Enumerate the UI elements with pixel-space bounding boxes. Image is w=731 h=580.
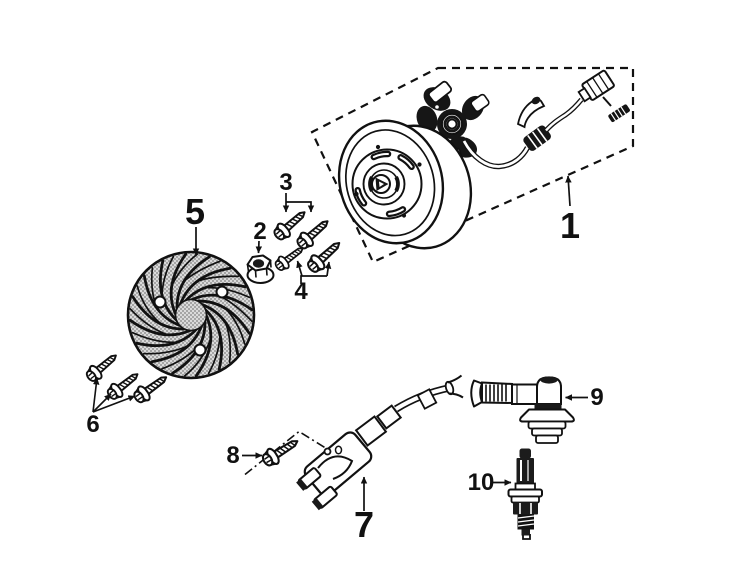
callout-6-arrow: [92, 377, 100, 413]
fan-hub: [174, 298, 208, 332]
callout-2-number: 2: [253, 218, 266, 245]
harness-grommet: [523, 125, 551, 151]
coil-terminal: [296, 467, 322, 491]
harness-clip: [516, 98, 546, 129]
callout-3-number: 3: [279, 169, 292, 196]
callout-4-arrow: [296, 260, 303, 277]
harness-connector: [577, 69, 615, 103]
fan-bolt-hole: [215, 285, 229, 299]
cooling-fan: [126, 250, 256, 380]
coil-mount-hole: [323, 447, 332, 456]
callout-8-number: 8: [226, 442, 239, 469]
callout-1-arrow: [565, 175, 572, 207]
fan-bolt-hole: [153, 295, 167, 309]
callout-6-arrow: [92, 393, 112, 413]
ignition-coil: [296, 374, 464, 511]
callout-6-arrow: [92, 395, 136, 413]
callout-6-number: 6: [86, 411, 99, 438]
fan-bolt-hole: [193, 343, 207, 357]
callout-4-number: 4: [294, 278, 308, 305]
callout-9-number: 9: [590, 384, 603, 411]
callout-4-bracket: [300, 275, 327, 284]
spark-plug: [507, 448, 543, 540]
callout-4-arrow: [324, 261, 332, 277]
callout-1-number: 1: [560, 205, 580, 246]
fan-blades-short: [129, 253, 253, 377]
callout-5-number: 5: [185, 191, 205, 232]
harness-terminal: [608, 104, 630, 122]
rotor-slots: [354, 150, 415, 218]
callout-7-number: 7: [354, 504, 374, 545]
magneto-rotor: [337, 119, 473, 250]
callout-3-arrow: [286, 201, 315, 213]
spark-plug-cap: [470, 376, 575, 444]
flange-nut: [246, 254, 275, 284]
wiring-harness: [461, 69, 630, 170]
callout-2-arrow: [255, 240, 263, 254]
callouts: 1 2 3 4 5 6 7 8 9 10: [86, 169, 603, 545]
callout-10-number: 10: [468, 469, 495, 496]
coil-terminal: [311, 485, 338, 511]
